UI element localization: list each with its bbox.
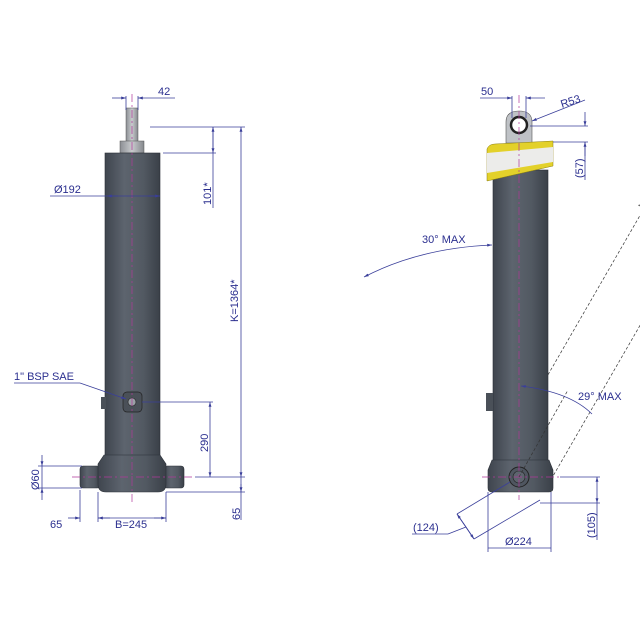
tilt-back-line bbox=[518, 389, 569, 478]
dim-port-height: 290 bbox=[199, 434, 211, 452]
dim-tilt-forward: 30° MAX bbox=[422, 234, 466, 246]
side-view-dimensions: 50 R53 (57) 30° MAX 29° MAX (124) Ø224 (… bbox=[363, 86, 622, 552]
dim-eye-radius: R53 bbox=[559, 93, 582, 111]
side-view-cylinder bbox=[482, 95, 569, 500]
front-view-dimensions: 42 Ø192 101* K=1364* 65 1" BSP SAE 290 bbox=[14, 86, 245, 531]
barrel bbox=[492, 169, 549, 463]
dim-base-width: B=245 bbox=[115, 519, 147, 531]
dim-rod-width: 42 bbox=[158, 86, 170, 98]
dim-trunnion-diameter: Ø60 bbox=[30, 469, 42, 490]
dim-base-diagonal: (124) bbox=[413, 522, 439, 534]
front-view-cylinder bbox=[72, 94, 195, 505]
dim-base-diameter: Ø224 bbox=[505, 536, 532, 548]
cap-band bbox=[487, 147, 553, 173]
dim-eye-height: (57) bbox=[574, 158, 586, 178]
side-lug bbox=[101, 397, 106, 409]
dim-stroke-offset: 101* bbox=[202, 182, 214, 205]
side-lug bbox=[486, 393, 493, 411]
dim-barrel-diameter: Ø192 bbox=[54, 184, 81, 196]
dim-trunnion-length: 65 bbox=[50, 519, 62, 531]
dim-base-height: (105) bbox=[586, 512, 598, 538]
dim-tilt-back: 29° MAX bbox=[578, 391, 622, 403]
dim-base-offset: 65 bbox=[231, 508, 243, 520]
dim-closed-length: K=1364* bbox=[229, 279, 241, 322]
dim-eye-width: 50 bbox=[481, 86, 493, 98]
port-label: 1" BSP SAE bbox=[14, 371, 74, 383]
